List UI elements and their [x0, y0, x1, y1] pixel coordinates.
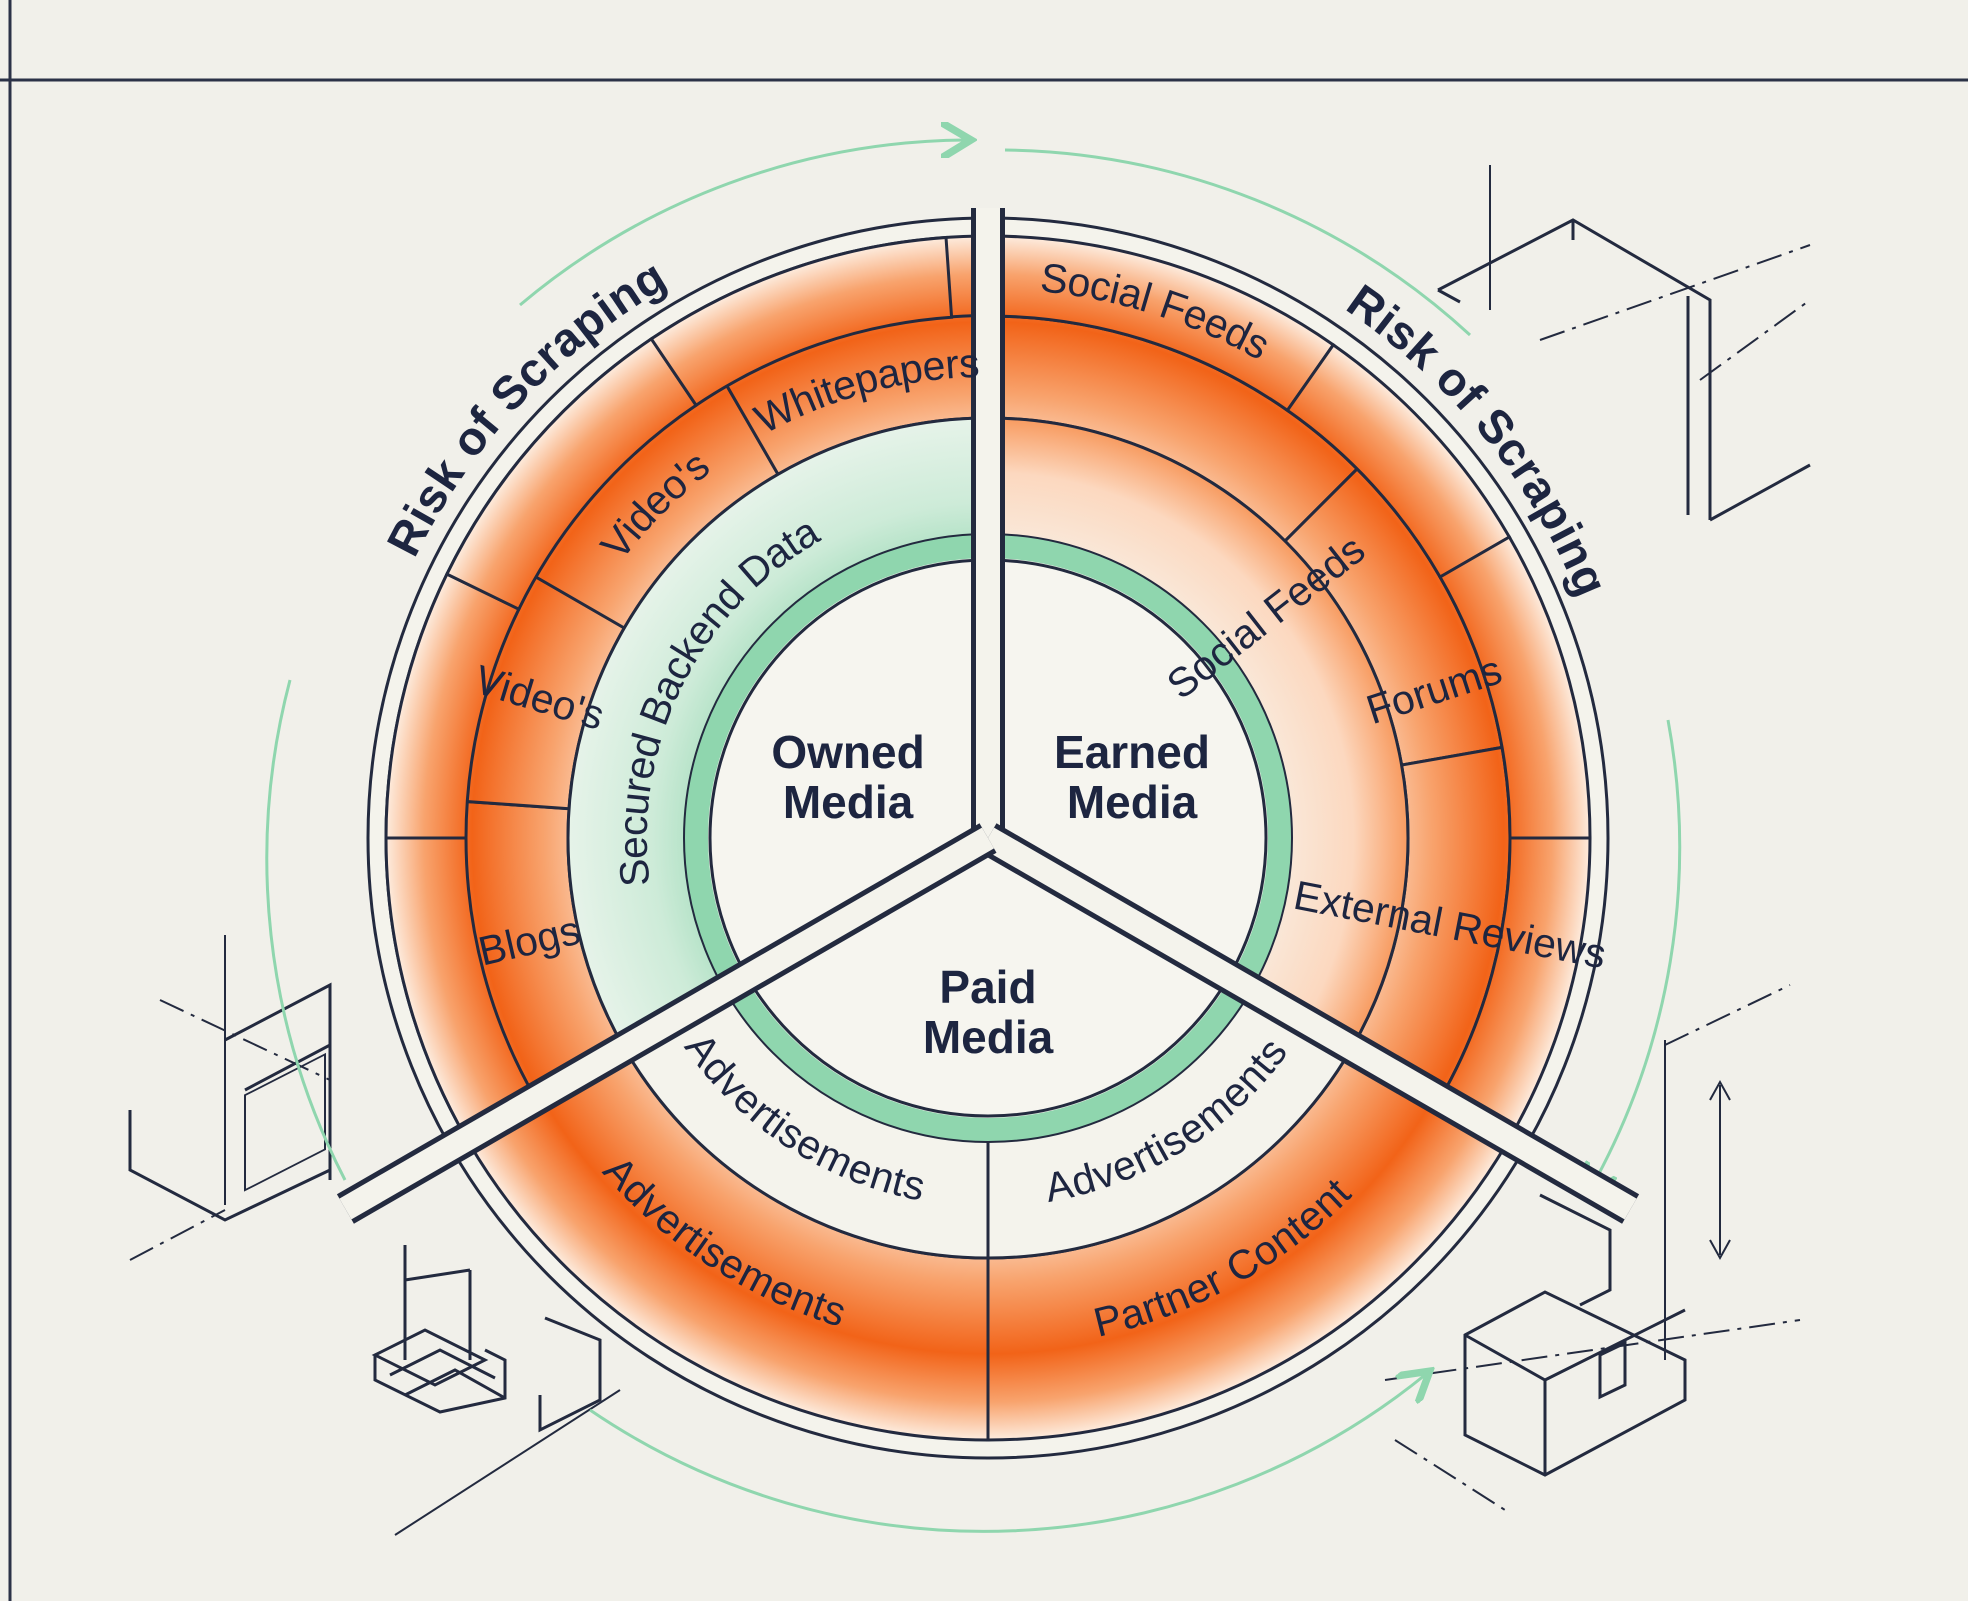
spoke-gap	[339, 827, 994, 1220]
paid-media-label: Media	[923, 1011, 1054, 1063]
spoke-gap	[981, 827, 1637, 1220]
paid-media-label: Paid	[939, 961, 1036, 1013]
earned-media-label: Media	[1067, 776, 1198, 828]
building-icon	[128, 935, 332, 1261]
owned-outer-cell	[649, 235, 954, 408]
owned-media-label: Owned	[771, 726, 924, 778]
dimension-arrow-icon	[1709, 1079, 1731, 1261]
earned-media-label: Earned	[1054, 726, 1210, 778]
building-icon	[1437, 165, 1811, 522]
stairs-icon	[371, 1245, 621, 1536]
owned-media-label: Media	[783, 776, 914, 828]
media-wheel	[336, 208, 1640, 1460]
circular-flow-arrow-icon	[265, 140, 1682, 1533]
building-icon	[1384, 984, 1801, 1511]
